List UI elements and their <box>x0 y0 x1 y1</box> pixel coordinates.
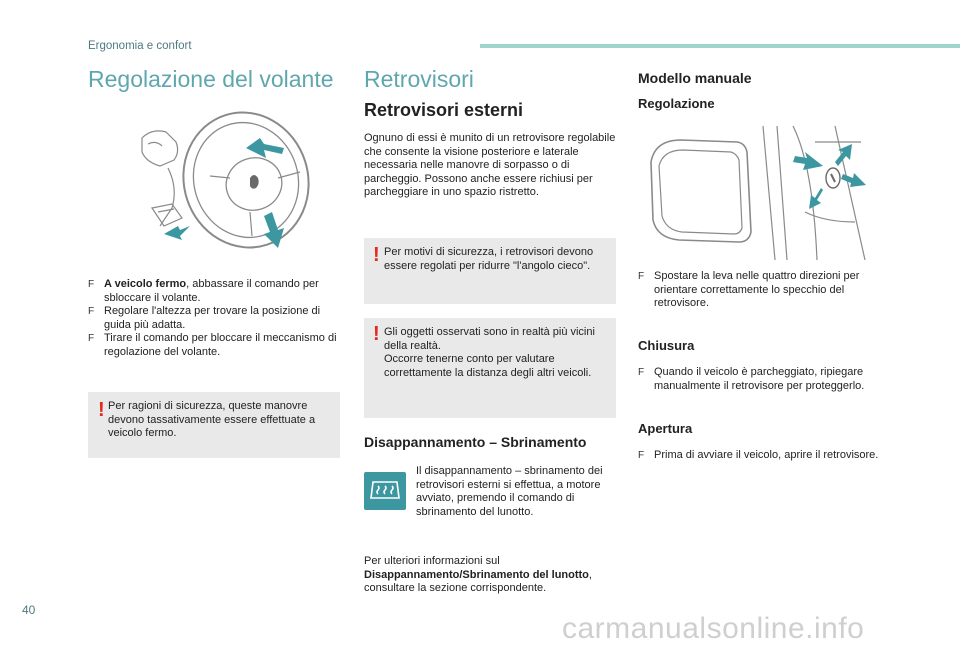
more-info-link: Disappannamento/Sbrinamento del lunotto <box>364 568 589 581</box>
more-info-text: Per ulteriori informazioni sul Disappann… <box>364 555 592 595</box>
opening-instructions: F Prima di avviare il veicolo, aprire il… <box>638 449 890 463</box>
mirror-illustration <box>650 125 866 260</box>
defrost-title: Disappannamento – Sbrinamento <box>364 434 587 450</box>
steering-wheel-illustration <box>141 111 310 249</box>
rear-defrost-icon <box>370 481 400 499</box>
steering-instructions: F A veicolo fermo, abbassare il comando … <box>88 278 340 360</box>
steering-title: Regolazione del volante <box>88 66 334 92</box>
warning-icon: ! <box>98 399 105 421</box>
bullet-icon: F <box>88 333 95 345</box>
opening-title: Apertura <box>638 421 693 436</box>
bullet-icon: F <box>638 450 645 461</box>
steering-warning-text: Per ragioni di sicurezza, queste manovre… <box>108 400 316 440</box>
folding-title: Chiusura <box>638 338 695 353</box>
steering-step-2: F Regolare l'altezza per trovare la posi… <box>88 305 321 331</box>
opening-step: F Prima di avviare il veicolo, aprire il… <box>638 449 879 461</box>
adjustment-instructions: F Spostare la leva nelle quattro direzio… <box>638 270 890 311</box>
bullet-icon: F <box>638 367 645 378</box>
bullet-icon: F <box>88 279 95 290</box>
bullet-icon: F <box>88 306 95 318</box>
mirror-warning-box-2: ! Gli oggetti osservati sono in realtà p… <box>364 318 616 418</box>
folding-instructions: F Quando il veicolo è parcheggiato, ripi… <box>638 366 890 393</box>
folding-step: F Quando il veicolo è parcheggiato, ripi… <box>638 366 865 392</box>
external-mirrors-intro: Ognuno di essi è munito di un retrovisor… <box>364 132 616 199</box>
watermark: carmanualsonline.info <box>562 612 865 645</box>
adjustment-title: Regolazione <box>638 96 715 111</box>
warning-icon: ! <box>373 323 380 345</box>
mirrors-title: Retrovisori <box>364 66 474 92</box>
mirror-warning-text-2: Gli oggetti osservati sono in realtà più… <box>384 326 595 379</box>
defrost-button-icon <box>364 472 406 510</box>
mirror-warning-box-1: ! Per motivi di sicurezza, i retrovisori… <box>364 238 616 304</box>
steering-warning-box: ! Per ragioni di sicurezza, queste manov… <box>88 392 340 458</box>
manual-model-title: Modello manuale <box>638 70 752 86</box>
defrost-text: Il disappannamento – sbrinamento dei ret… <box>416 465 603 518</box>
bullet-icon: F <box>638 271 645 282</box>
mirror-warning-text-1: Per motivi di sicurezza, i retrovisori d… <box>384 246 594 272</box>
external-mirrors-title: Retrovisori esterni <box>364 100 524 120</box>
header-accent-bar <box>480 44 960 48</box>
warning-icon: ! <box>373 244 380 266</box>
steering-step-1: F A veicolo fermo, abbassare il comando … <box>88 278 319 304</box>
adjustment-step: F Spostare la leva nelle quattro direzio… <box>638 270 860 310</box>
page-number: 40 <box>22 603 36 617</box>
steering-step-3: F Tirare il comando per bloccare il mecc… <box>88 332 337 358</box>
section-label: Ergonomia e confort <box>88 40 192 52</box>
